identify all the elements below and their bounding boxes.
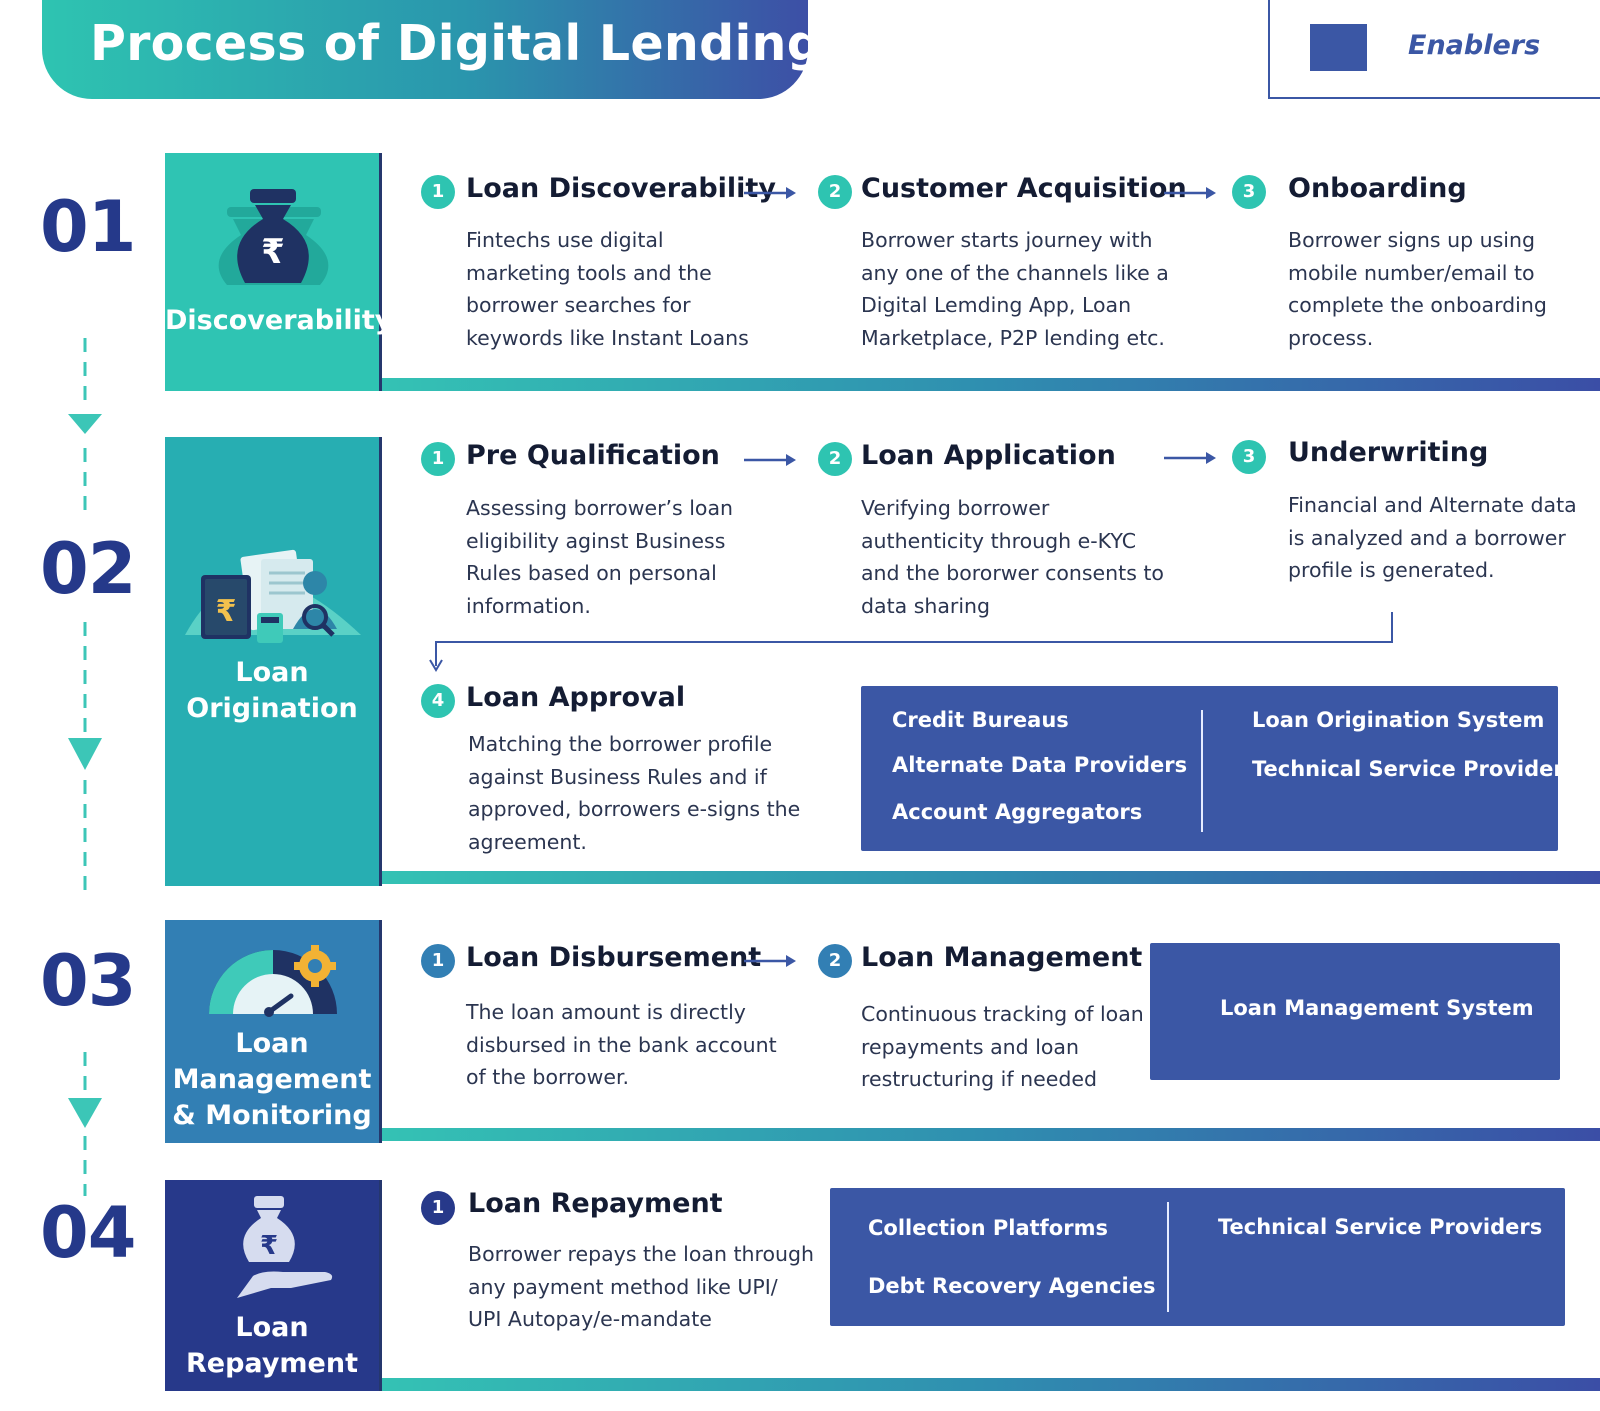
stage-04-panel: ₹ Loan Repayment bbox=[165, 1180, 382, 1391]
stage-03-label-line3: & Monitoring bbox=[172, 1100, 372, 1131]
stage-04-enablers-box: Collection Platforms Debt Recovery Agenc… bbox=[830, 1188, 1565, 1326]
svg-text:₹: ₹ bbox=[261, 232, 285, 272]
stage-number-04: 04 bbox=[40, 1192, 136, 1274]
page-title: Process of Digital Lending bbox=[90, 15, 823, 72]
stage-number-01: 01 bbox=[40, 186, 136, 268]
step-title-pre-qualification: Pre Qualification bbox=[466, 440, 720, 471]
enabler-divider bbox=[1167, 1202, 1169, 1312]
step-badge: 1 bbox=[421, 442, 455, 476]
step-badge: 1 bbox=[421, 944, 455, 978]
right-arrow-icon bbox=[744, 187, 796, 199]
step-desc: Borrower signs up using mobile number/em… bbox=[1288, 228, 1547, 350]
step-badge: 4 bbox=[421, 684, 455, 718]
stage-02-panel: ₹ Loan Origination bbox=[165, 437, 382, 886]
timeline-arrow-icon bbox=[68, 738, 102, 770]
step-desc: The loan amount is directly disbursed in… bbox=[466, 1000, 777, 1089]
hand-money-bag-icon: ₹ bbox=[237, 1196, 333, 1298]
money-bag-rupee-icon: ₹ bbox=[218, 189, 329, 285]
step-desc: Financial and Alternate data is analyzed… bbox=[1288, 493, 1577, 582]
step-badge: 2 bbox=[818, 175, 852, 209]
stage-04-label-line2: Repayment bbox=[186, 1348, 358, 1379]
step-badge: 2 bbox=[818, 944, 852, 978]
stage-01-underline bbox=[382, 378, 1600, 391]
enabler-alternate-data-providers: Alternate Data Providers bbox=[892, 753, 1188, 777]
enabler-loan-management-system: Loan Management System bbox=[1220, 996, 1534, 1020]
step-desc: Borrower repays the loan through any pay… bbox=[468, 1242, 815, 1331]
step-badge: 3 bbox=[1232, 175, 1266, 209]
enabler-credit-bureaus: Credit Bureaus bbox=[892, 708, 1069, 732]
legend-label: Enablers bbox=[1408, 30, 1541, 61]
stage-02-label-line1: Loan bbox=[235, 657, 309, 688]
stage-number-03: 03 bbox=[40, 940, 136, 1022]
step-title-loan-discoverability: Loan Discoverability bbox=[466, 173, 776, 204]
step-desc: Matching the borrower profile against Bu… bbox=[468, 732, 801, 854]
step-badge: 1 bbox=[421, 175, 455, 209]
enabler-loan-origination-system: Loan Origination System bbox=[1252, 708, 1545, 732]
stage-03-enablers-box: Loan Management System bbox=[1150, 943, 1560, 1080]
step-badge: 1 bbox=[421, 1191, 455, 1225]
step-badge: 2 bbox=[818, 442, 852, 476]
right-arrow-icon bbox=[1164, 187, 1216, 199]
stage-03-label-line1: Loan bbox=[235, 1028, 309, 1059]
stage-03-underline bbox=[382, 1128, 1600, 1141]
step-desc: Verifying borrower authenticity through … bbox=[861, 496, 1164, 618]
step-title-loan-disbursement: Loan Disbursement bbox=[466, 942, 762, 973]
gauge-gear-icon bbox=[209, 945, 337, 1017]
step-desc: Fintechs use digital marketing tools and… bbox=[466, 228, 749, 350]
step-title-underwriting: Underwriting bbox=[1288, 437, 1489, 468]
step-desc: Assessing borrower’s loan eligibility ag… bbox=[466, 496, 734, 618]
svg-text:₹: ₹ bbox=[216, 594, 237, 629]
timeline-arrow-icon bbox=[68, 414, 102, 434]
enabler-technical-service-providers: Technical Service Providers bbox=[1218, 1215, 1543, 1239]
timeline-arrow-icon bbox=[68, 1098, 102, 1128]
enabler-collection-platforms: Collection Platforms bbox=[868, 1216, 1108, 1240]
step-title-loan-management: Loan Management bbox=[861, 942, 1143, 973]
loan-documents-icon: ₹ bbox=[185, 549, 361, 643]
svg-text:₹: ₹ bbox=[260, 1231, 278, 1261]
title-banner: Process of Digital Lending bbox=[42, 0, 822, 99]
enabler-debt-recovery-agencies: Debt Recovery Agencies bbox=[868, 1274, 1156, 1298]
step-title-onboarding: Onboarding bbox=[1288, 173, 1467, 204]
step-title-loan-application: Loan Application bbox=[861, 440, 1116, 471]
step-title-loan-approval: Loan Approval bbox=[466, 682, 686, 713]
step-desc: Borrower starts journey with any one of … bbox=[861, 228, 1169, 350]
legend-swatch bbox=[1310, 24, 1367, 71]
right-arrow-icon bbox=[744, 955, 796, 967]
legend: Enablers bbox=[1268, 0, 1600, 99]
enabler-technical-service-providers: Technical Service Providers bbox=[1252, 757, 1577, 781]
step-badge: 3 bbox=[1232, 440, 1266, 474]
stage-01-label: Discoverability bbox=[165, 305, 393, 336]
enabler-divider bbox=[1201, 710, 1203, 832]
stage-04-label-line1: Loan bbox=[235, 1312, 309, 1343]
stage-number-02: 02 bbox=[40, 528, 136, 610]
step-title-loan-repayment: Loan Repayment bbox=[468, 1188, 723, 1219]
stage-03-label-line2: Management bbox=[172, 1064, 372, 1095]
enabler-account-aggregators: Account Aggregators bbox=[892, 800, 1143, 824]
stage-timeline bbox=[68, 338, 102, 1196]
right-arrow-icon bbox=[744, 454, 796, 466]
step-title-customer-acquisition: Customer Acquisition bbox=[861, 173, 1187, 204]
stage-03-panel: Loan Management & Monitoring bbox=[165, 920, 382, 1143]
stage-02-underline bbox=[382, 871, 1600, 884]
stage-02-enablers-box: Credit Bureaus Alternate Data Providers … bbox=[861, 686, 1576, 851]
stage-02-label-line2: Origination bbox=[186, 693, 358, 724]
step-desc: Continuous tracking of loan repayments a… bbox=[861, 1002, 1144, 1091]
stage-04-underline bbox=[382, 1378, 1600, 1391]
stage-01-panel: ₹ Discoverability bbox=[165, 153, 393, 391]
right-arrow-icon bbox=[1164, 452, 1216, 464]
